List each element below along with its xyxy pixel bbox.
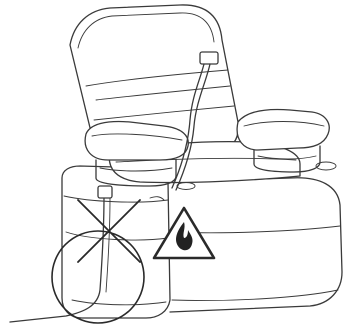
power-plug <box>98 186 112 198</box>
cable-clip <box>200 52 218 64</box>
